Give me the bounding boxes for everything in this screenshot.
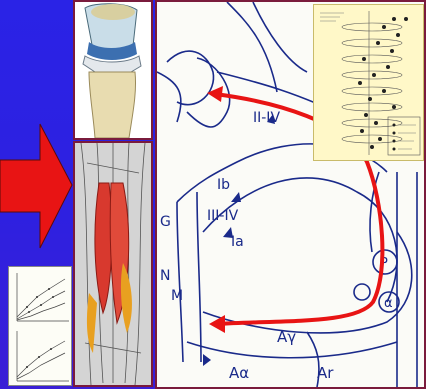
red-arrowhead-top xyxy=(207,86,223,102)
red-arrowhead-bottom xyxy=(209,315,225,333)
label-m: M xyxy=(171,288,183,304)
label-iii-iv: III-IV xyxy=(207,208,239,224)
label-ar: Ar xyxy=(317,364,334,382)
graph-thumbnail xyxy=(8,266,72,386)
label-a-alpha: Aα xyxy=(229,364,249,382)
label-ii-iv: II-IV xyxy=(253,110,280,126)
label-n: N xyxy=(160,268,170,284)
inset-scatter-figure xyxy=(313,4,424,161)
label-ia: Ia xyxy=(231,234,244,250)
label-a-gamma: Aγ xyxy=(277,328,296,346)
knee-joint-illustration xyxy=(73,0,153,140)
label-ib: Ib xyxy=(217,177,230,193)
label-alpha: α xyxy=(384,296,393,311)
label-g: G xyxy=(160,214,171,230)
leg-muscle-illustration xyxy=(73,141,153,387)
